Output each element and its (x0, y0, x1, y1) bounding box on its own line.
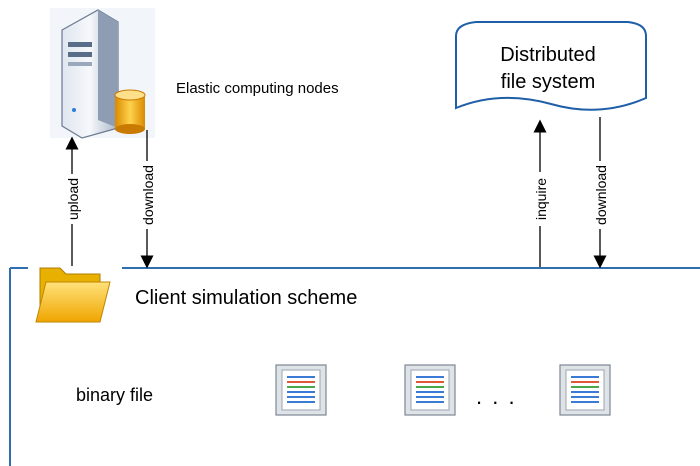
ellipsis: . . . (476, 384, 517, 409)
download-label-left: download (140, 161, 156, 229)
document-icon (275, 364, 327, 416)
client-scheme-label: Client simulation scheme (135, 287, 358, 309)
binary-file-label: binary file (76, 385, 154, 405)
file-system-line2: file system (500, 71, 596, 93)
file-system-line1: Distributed (500, 44, 596, 66)
document-icon (404, 364, 456, 416)
server-database-icon (50, 8, 155, 139)
download-label-right: download (593, 161, 609, 229)
document-icon (559, 364, 611, 416)
upload-label: upload (65, 174, 81, 224)
file-system-label: Distributed file system (450, 42, 646, 96)
inquire-label: inquire (533, 172, 549, 226)
file-system-shape (455, 21, 647, 111)
folder-icon (35, 267, 111, 323)
server-label: Elastic computing nodes (176, 80, 339, 97)
